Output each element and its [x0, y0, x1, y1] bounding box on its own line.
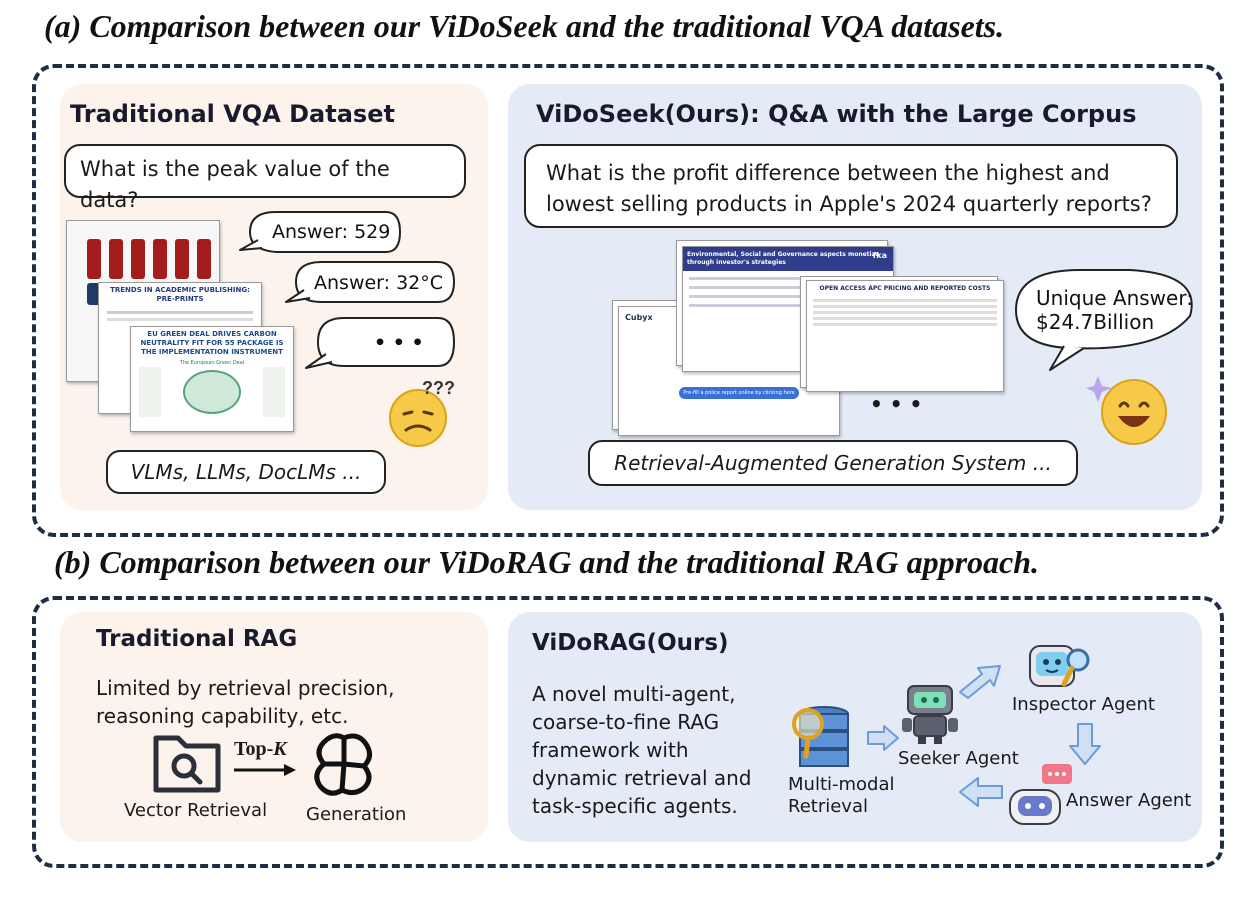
doc-preprints-title: TRENDS IN ACADEMIC PUBLISHING: PRE-PRINT… [110, 286, 250, 303]
answer-robot-icon [1009, 764, 1072, 825]
seeker-robot-icon [902, 685, 958, 744]
models-label: VLMs, LLMs, DocLMs ... [106, 450, 386, 494]
arrow-to-seeker-back-icon [959, 777, 1003, 807]
answer-bubble-2 [285, 261, 456, 303]
database-search-icon [792, 706, 849, 767]
generation-label: Generation [306, 804, 407, 825]
doc-green-deal-subtitle: The European Green Deal [179, 360, 245, 366]
chart-bar [175, 239, 189, 279]
happy-face-icon [1086, 376, 1167, 445]
vidorag-desc-2: coarse-to-fine RAG [532, 710, 720, 734]
inspector-agent-label: Inspector Agent [1012, 694, 1155, 715]
doc-green-deal: EU GREEN DEAL DRIVES CARBON NEUTRALITY F… [130, 326, 294, 432]
answer-bubble-3 [305, 317, 456, 369]
unique-answer-line2: $24.7Billion [1036, 310, 1155, 334]
chart-bar [109, 239, 123, 279]
vidorag-desc-5: task-specific agents. [532, 794, 738, 818]
multimodal-retrieval-label-2: Retrieval [788, 796, 868, 817]
section-b-title: (b) Comparison between our ViDoRAG and t… [54, 544, 1040, 580]
vidoseek-question-box: What is the profit difference between th… [524, 144, 1178, 228]
section-b-frame [32, 596, 1224, 868]
search-folder-icon [153, 735, 221, 793]
section-a-title: (a) Comparison between our ViDoSeek and … [44, 8, 1005, 44]
vidorag-desc-3: framework with [532, 738, 689, 762]
traditional-rag-title: Traditional RAG [96, 626, 298, 652]
traditional-rag-desc-1: Limited by retrieval precision, [96, 676, 395, 700]
doc-apc-title: OPEN ACCESS APC PRICING AND REPORTED COS… [819, 285, 991, 292]
answer-bubble-1-text: Answer: 529 [272, 221, 391, 243]
rag-system-label: Retrieval-Augmented Generation System ..… [588, 440, 1078, 486]
vector-retrieval-label: Vector Retrieval [124, 800, 268, 821]
chart-bar [131, 239, 145, 279]
vidorag-title: ViDoRAG(Ours) [532, 630, 729, 656]
answer-bubble-3-text: • • • [374, 332, 424, 354]
seeker-agent-label: Seeker Agent [898, 748, 1019, 769]
corpus-ellipsis: • • • [870, 392, 923, 416]
chart-bar [87, 283, 101, 305]
confused-face-icon: ??? [389, 378, 455, 447]
doc-logo: Cubyx [625, 313, 653, 322]
traditional-rag-panel [60, 612, 488, 842]
section-a-frame [32, 64, 1224, 537]
svg-text:???: ??? [422, 378, 455, 398]
answer-bubble-1 [239, 211, 402, 253]
vidorag-desc-4: dynamic retrieval and [532, 766, 752, 790]
chart-bar [87, 239, 101, 279]
traditional-vqa-title: Traditional VQA Dataset [70, 100, 395, 128]
topk-k: K [273, 738, 287, 760]
inspector-robot-icon [1029, 645, 1090, 687]
arrow-to-seeker-icon [867, 725, 899, 751]
multimodal-retrieval-label-1: Multi-modal [788, 774, 895, 795]
doc-esg-title: Environmental, Social and Governance asp… [683, 247, 893, 271]
doc-esg-badge: fka [872, 251, 887, 260]
doc-green-deal-title: EU GREEN DEAL DRIVES CARBON NEUTRALITY F… [140, 330, 284, 356]
vidorag-desc-1: A novel multi-agent, [532, 682, 736, 706]
vidoseek-title: ViDoSeek(Ours): Q&A with the Large Corpu… [536, 100, 1137, 128]
answer-bubble-2-text: Answer: 32°C [314, 272, 444, 294]
doc-apc: OPEN ACCESS APC PRICING AND REPORTED COS… [806, 280, 1004, 392]
chart-bar [197, 239, 211, 279]
chart-bar [153, 239, 167, 279]
traditional-rag-desc-2: reasoning capability, etc. [96, 704, 349, 728]
topk-arrow-icon [234, 764, 296, 776]
topk-label: Top-K [234, 738, 287, 761]
traditional-question-box: What is the peak value of the data? [64, 144, 466, 212]
arrow-to-inspector-icon [959, 665, 1001, 699]
doc-button: Pre-fill a police report online by click… [679, 387, 799, 399]
unique-answer-line1: Unique Answer: [1036, 286, 1193, 310]
openai-logo-icon [314, 733, 372, 796]
unique-answer-bubble [1014, 269, 1193, 371]
arrow-to-answer-icon [1069, 723, 1101, 765]
answer-agent-label: Answer Agent [1066, 790, 1192, 811]
topk-prefix: Top- [234, 738, 274, 760]
